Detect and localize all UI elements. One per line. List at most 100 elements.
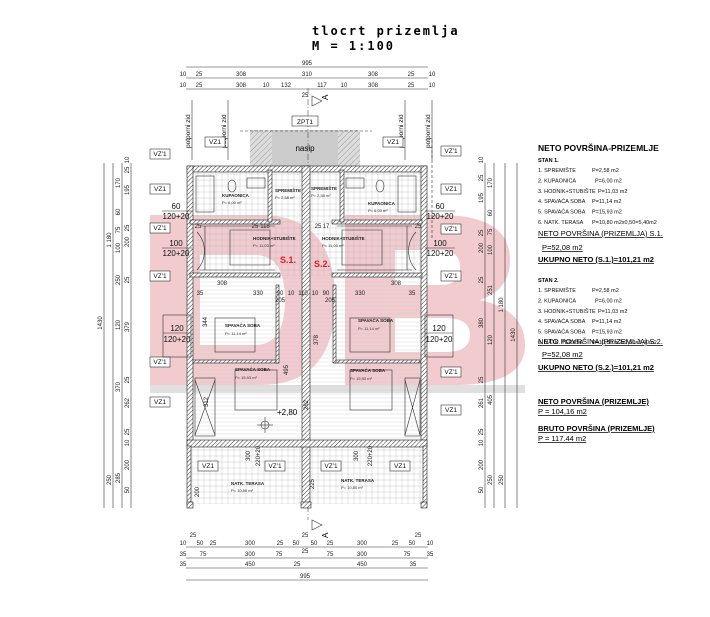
window-tag-box [197,460,219,472]
dimension-label: 50 [293,541,300,547]
dimension-label: 220+20 [368,445,374,466]
window-height: 120+20 [427,249,454,258]
window-tag-label: VZ1 [154,399,166,406]
legend-item-name: 6. NATK. TERASA [538,220,584,226]
dimension-label: 25 [190,533,197,539]
dimension-label: 262 [125,397,131,408]
window-width: 60 [436,202,445,211]
dimension-label: 378 [314,334,320,345]
dimension-label: 261 [479,397,485,408]
dimension-label: 170 [488,177,494,188]
window-tag-box [440,183,462,195]
legend-item-name: 5. SPAVAĆA SOBA [538,209,586,216]
dimension-label: 35 [180,562,187,568]
legend-item-area: P=2,58 m2 [592,168,619,174]
room-area: P= 10,80 m² [231,488,254,493]
window-tag-box [440,223,462,235]
window-tag-label: VZ1 [394,463,406,470]
net-ground-value: P = 104,16 m2 [538,407,587,416]
level-mark: +2,80 [277,408,298,417]
dimension-label: 25 [252,224,259,230]
dimension-label: 225 [310,478,316,489]
room-name: SPREMIŠTE [311,184,337,191]
dimension-label: 75 [276,552,283,558]
dimension-label: 10 [429,83,436,89]
legend-item-name: 6. NATK. TERASA [538,340,584,346]
dimension-label: 25 [210,541,217,547]
dimension-label: 90 [277,291,284,297]
window-tag-label: VZ'1 [268,463,282,470]
unit-net-value: P=52,08 m2 [542,243,583,252]
window-tag-label: VZ1 [154,186,166,193]
dimension-label: 50 [409,541,416,547]
dimension-label: 10 [180,83,187,89]
legend-item-area: P=2,58 m2 [592,288,619,294]
window-height: 120+20 [164,335,191,344]
retaining-wall-label: potporni zid [221,114,228,148]
window-tag-label: VZ'1 [444,148,458,155]
dimension-label: 132 [281,83,292,89]
gross-ground-label: BRUTO POVRŠINA (PRIZEMLJE) [538,424,655,433]
window-tag-box [440,270,462,282]
dimension-label: 25 [125,428,131,435]
legend-item-name: 3. HODNIK+STUBIŠTE [538,308,596,315]
dimension-label: 310 [302,72,313,78]
window-width: 100 [433,239,447,248]
window-tag-label: VZ'1 [153,225,167,232]
dimension-label: 330 [253,291,264,297]
window-tag-box [389,460,411,472]
window-tags: VZ'1VZ1VZ'1VZ'1VZ'1VZ1VZ'1VZ1VZ'1VZ'1VZ'… [149,136,462,472]
legend-item-area: P=10,80 m2x0,50=5,40m2 [592,340,657,346]
dimension-label: 25 [479,174,485,181]
window-tag-box [149,396,171,408]
dimension-label: 308 [236,72,247,78]
dimension-label: 25 [415,224,422,230]
gross-ground-value: P = 117.44 m2 [538,434,586,443]
dimension-label: 200 [479,459,485,470]
retaining-wall-label: potporni zid [398,114,405,148]
dimension-label: 450 [245,562,256,568]
room-name: HODNIK+STUBIŠTE [253,234,296,241]
dimension-label: 405 [488,394,494,405]
dimension-label: 25 [302,549,309,555]
dimension-label: 100 [116,242,122,253]
room-area: P= 6,00 m² [222,200,242,205]
window-tag-label: VZ1 [445,186,457,193]
window-width: 120 [432,324,446,333]
dimension-label: 195 [479,192,485,203]
window-tag-label: VZ1 [209,139,221,146]
legend-item-name: 4. SPAVAĆA SOBA [538,198,586,205]
room-area: P= 2,58 m² [275,195,295,200]
dimension-label: 308 [217,281,228,287]
dimension-label: 200 [125,236,131,247]
dimension-label: 25 [196,72,203,78]
section-marker-bottom: A [321,532,330,538]
dimension-label: 1430 [98,316,104,330]
window-tag-label: VZ1 [445,407,457,414]
dimension-label: 205 [275,298,286,304]
dimension-label: 170 [116,177,122,188]
dimension-label: 25 [408,83,415,89]
dimension-label: 17 [323,224,330,230]
dimension-label: 300 [357,541,368,547]
window-tag-label: VZ'1 [324,463,338,470]
window-tag-box [149,356,171,368]
retaining-wall-label: potporni zid [425,114,432,148]
section-marker-top: A [321,94,330,100]
dimension-label: 10 [429,72,436,78]
room-area: P= 11,03 m² [322,243,344,248]
dimension-label: 35 [409,291,416,297]
window-tag-label: VZ1 [387,139,399,146]
room-name: KUPAONICA [222,193,250,198]
dimension-label: 330 [355,291,366,297]
dimension-label: 251 [488,284,494,295]
legend-item-area: P=11,03 m2 [598,309,627,315]
dimension-label: 10 [479,439,485,446]
dimension-label: 90 [323,291,330,297]
window-tag-box [264,460,286,472]
window-width: 100 [169,239,183,248]
window-tag-label: VZ1 [202,463,214,470]
window-tag-box [320,460,342,472]
legend-item-area: P=15,93 m2 [592,210,622,216]
